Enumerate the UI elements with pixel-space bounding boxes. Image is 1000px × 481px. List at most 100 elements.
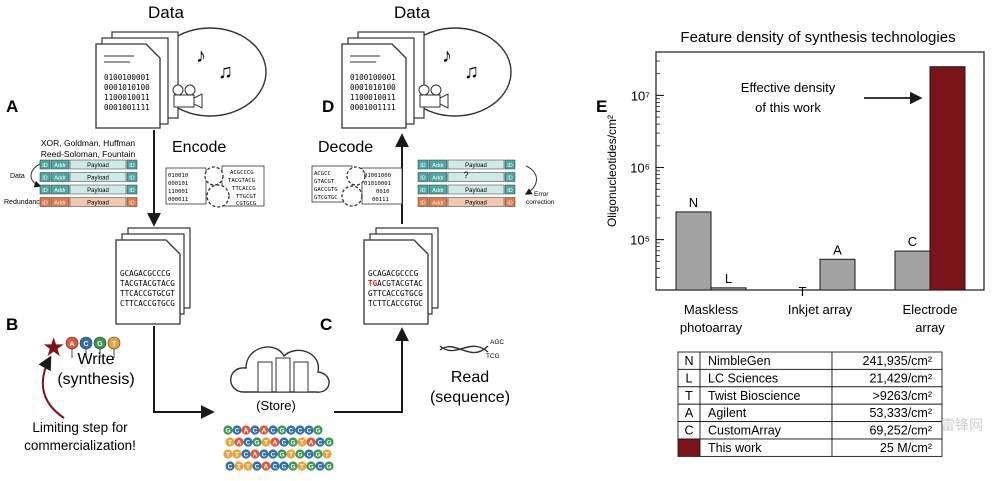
addr-cell [50, 172, 70, 182]
nucleotide-letter: C [262, 451, 267, 458]
bar-A [819, 258, 856, 291]
legend-name: Twist Bioscience [708, 389, 800, 403]
nucleotide-letter: T [289, 451, 293, 458]
nucleotide-letter: T [246, 463, 250, 470]
nucleotide-bead [315, 437, 325, 447]
cloud-storage-icon [230, 346, 330, 393]
nucleotide-letter: C [228, 463, 233, 470]
nucleotide-bead [306, 461, 316, 471]
sequence-line: GCAGACGCCCG [368, 269, 419, 278]
sequence-line-rest: ACGTACGTAC [377, 279, 423, 288]
nucleotide-bead [315, 461, 325, 471]
sequence-doc-left [115, 227, 191, 325]
nucleotide-letter: T [325, 451, 329, 458]
sequence-line: TGACGTACGTAC [368, 279, 423, 288]
write-subtitle: (synthesis) [57, 371, 134, 388]
gear-bases: CGTGCG [236, 201, 257, 207]
nucleotide-letter: C [246, 439, 251, 446]
y-axis-label: Oligonucleotides/cm² [605, 115, 619, 227]
nucleotide-letter: A [262, 427, 267, 434]
data-cluster-right: 0100100001 0001010100 1100010011 0001001… [341, 27, 512, 129]
nucleotide-bead [288, 437, 298, 447]
id-label: ID [42, 201, 48, 207]
binary-line: 0100100001 [350, 73, 396, 82]
error-label-1: Error [534, 191, 549, 198]
payload-label: Payload [87, 188, 109, 194]
nucleotide-bead [324, 461, 334, 471]
id-label: ID [507, 201, 513, 207]
nucleotide-letter: G [225, 427, 230, 434]
nucleotide-bead [322, 449, 332, 459]
legend-value: 21,429/cm² [869, 371, 932, 385]
nucleotide-bead [268, 425, 278, 435]
legend-key: C [684, 424, 693, 438]
bar-letter-label: L [725, 271, 732, 286]
read-tag-1: AGC [490, 339, 504, 346]
nucleotide-bead [324, 437, 334, 447]
legend-value-cell [831, 438, 943, 457]
addr-cell [428, 197, 448, 207]
id-cell [126, 184, 138, 195]
legend-key: N [684, 354, 693, 368]
id-cell [126, 159, 138, 170]
bar-letter-label: A [833, 242, 842, 257]
base-pin-icon [107, 336, 121, 350]
addr-cell [428, 159, 448, 170]
nucleotide-bead [252, 461, 262, 471]
gear-bits: 01010001 [364, 181, 391, 187]
data-cluster-left: 0100100001 0001010100 1100010011 0001001… [95, 27, 267, 129]
id-label: ID [420, 201, 426, 207]
legend-key: T [685, 389, 693, 403]
write-title: Write [77, 351, 114, 368]
addr-cell [50, 184, 70, 195]
legend-value: 25 M/cm² [880, 441, 932, 455]
id-label: ID [507, 188, 513, 194]
addr-cell [428, 172, 448, 182]
nucleotide-letter: A [244, 427, 249, 434]
id-label: ID [129, 201, 135, 207]
base-letter: G [97, 341, 103, 348]
id-cell [417, 159, 429, 170]
bar-letter-label: N [689, 195, 698, 210]
video-camera-icon [418, 84, 449, 109]
payload-label: Payload [87, 201, 109, 207]
nucleotide-bead [250, 449, 260, 459]
arrow-write [153, 326, 215, 419]
payload-cell [69, 159, 127, 170]
nucleotide-letter: G [326, 439, 331, 446]
y-tick-label: 10⁵ [630, 233, 650, 248]
music-note-icon: ♪ [196, 45, 206, 67]
base-pin-icon [65, 336, 79, 350]
payload-cell [69, 172, 127, 182]
bar-C [894, 250, 931, 291]
nucleotide-letter: G [297, 451, 302, 458]
error-label-2: correction [526, 199, 555, 206]
nucleotide-letter: C [318, 439, 323, 446]
limiting-line-1: Limiting step for [32, 420, 128, 435]
nucleotide-letter: T [264, 439, 268, 446]
payload-label: Payload [87, 176, 109, 182]
nucleotide-letter: T [300, 463, 304, 470]
nucleotide-letter: C [255, 463, 260, 470]
nucleotide-bead [225, 461, 235, 471]
nucleotide-bead [223, 425, 233, 435]
sequence-line: CTTCACCGTGCG [120, 299, 175, 308]
addr-cell [50, 197, 70, 207]
nucleotide-bead [313, 449, 323, 459]
watermark: 雷锋网 [941, 417, 983, 433]
encode-gear-icon [165, 165, 265, 208]
addr-label: Addr [54, 176, 66, 182]
id-label: ID [507, 176, 513, 182]
nucleotide-bead [232, 449, 242, 459]
nucleotide-bead [243, 461, 253, 471]
addr-label: Addr [432, 188, 444, 194]
nucleotide-letter: C [282, 463, 287, 470]
nucleotide-bead [279, 461, 289, 471]
nucleotide-letter: C [289, 427, 294, 434]
nucleotide-bead [259, 449, 269, 459]
nucleotide-letter: G [254, 439, 259, 446]
nucleotide-bead [286, 449, 296, 459]
y-tick-label: 10⁷ [631, 88, 650, 103]
